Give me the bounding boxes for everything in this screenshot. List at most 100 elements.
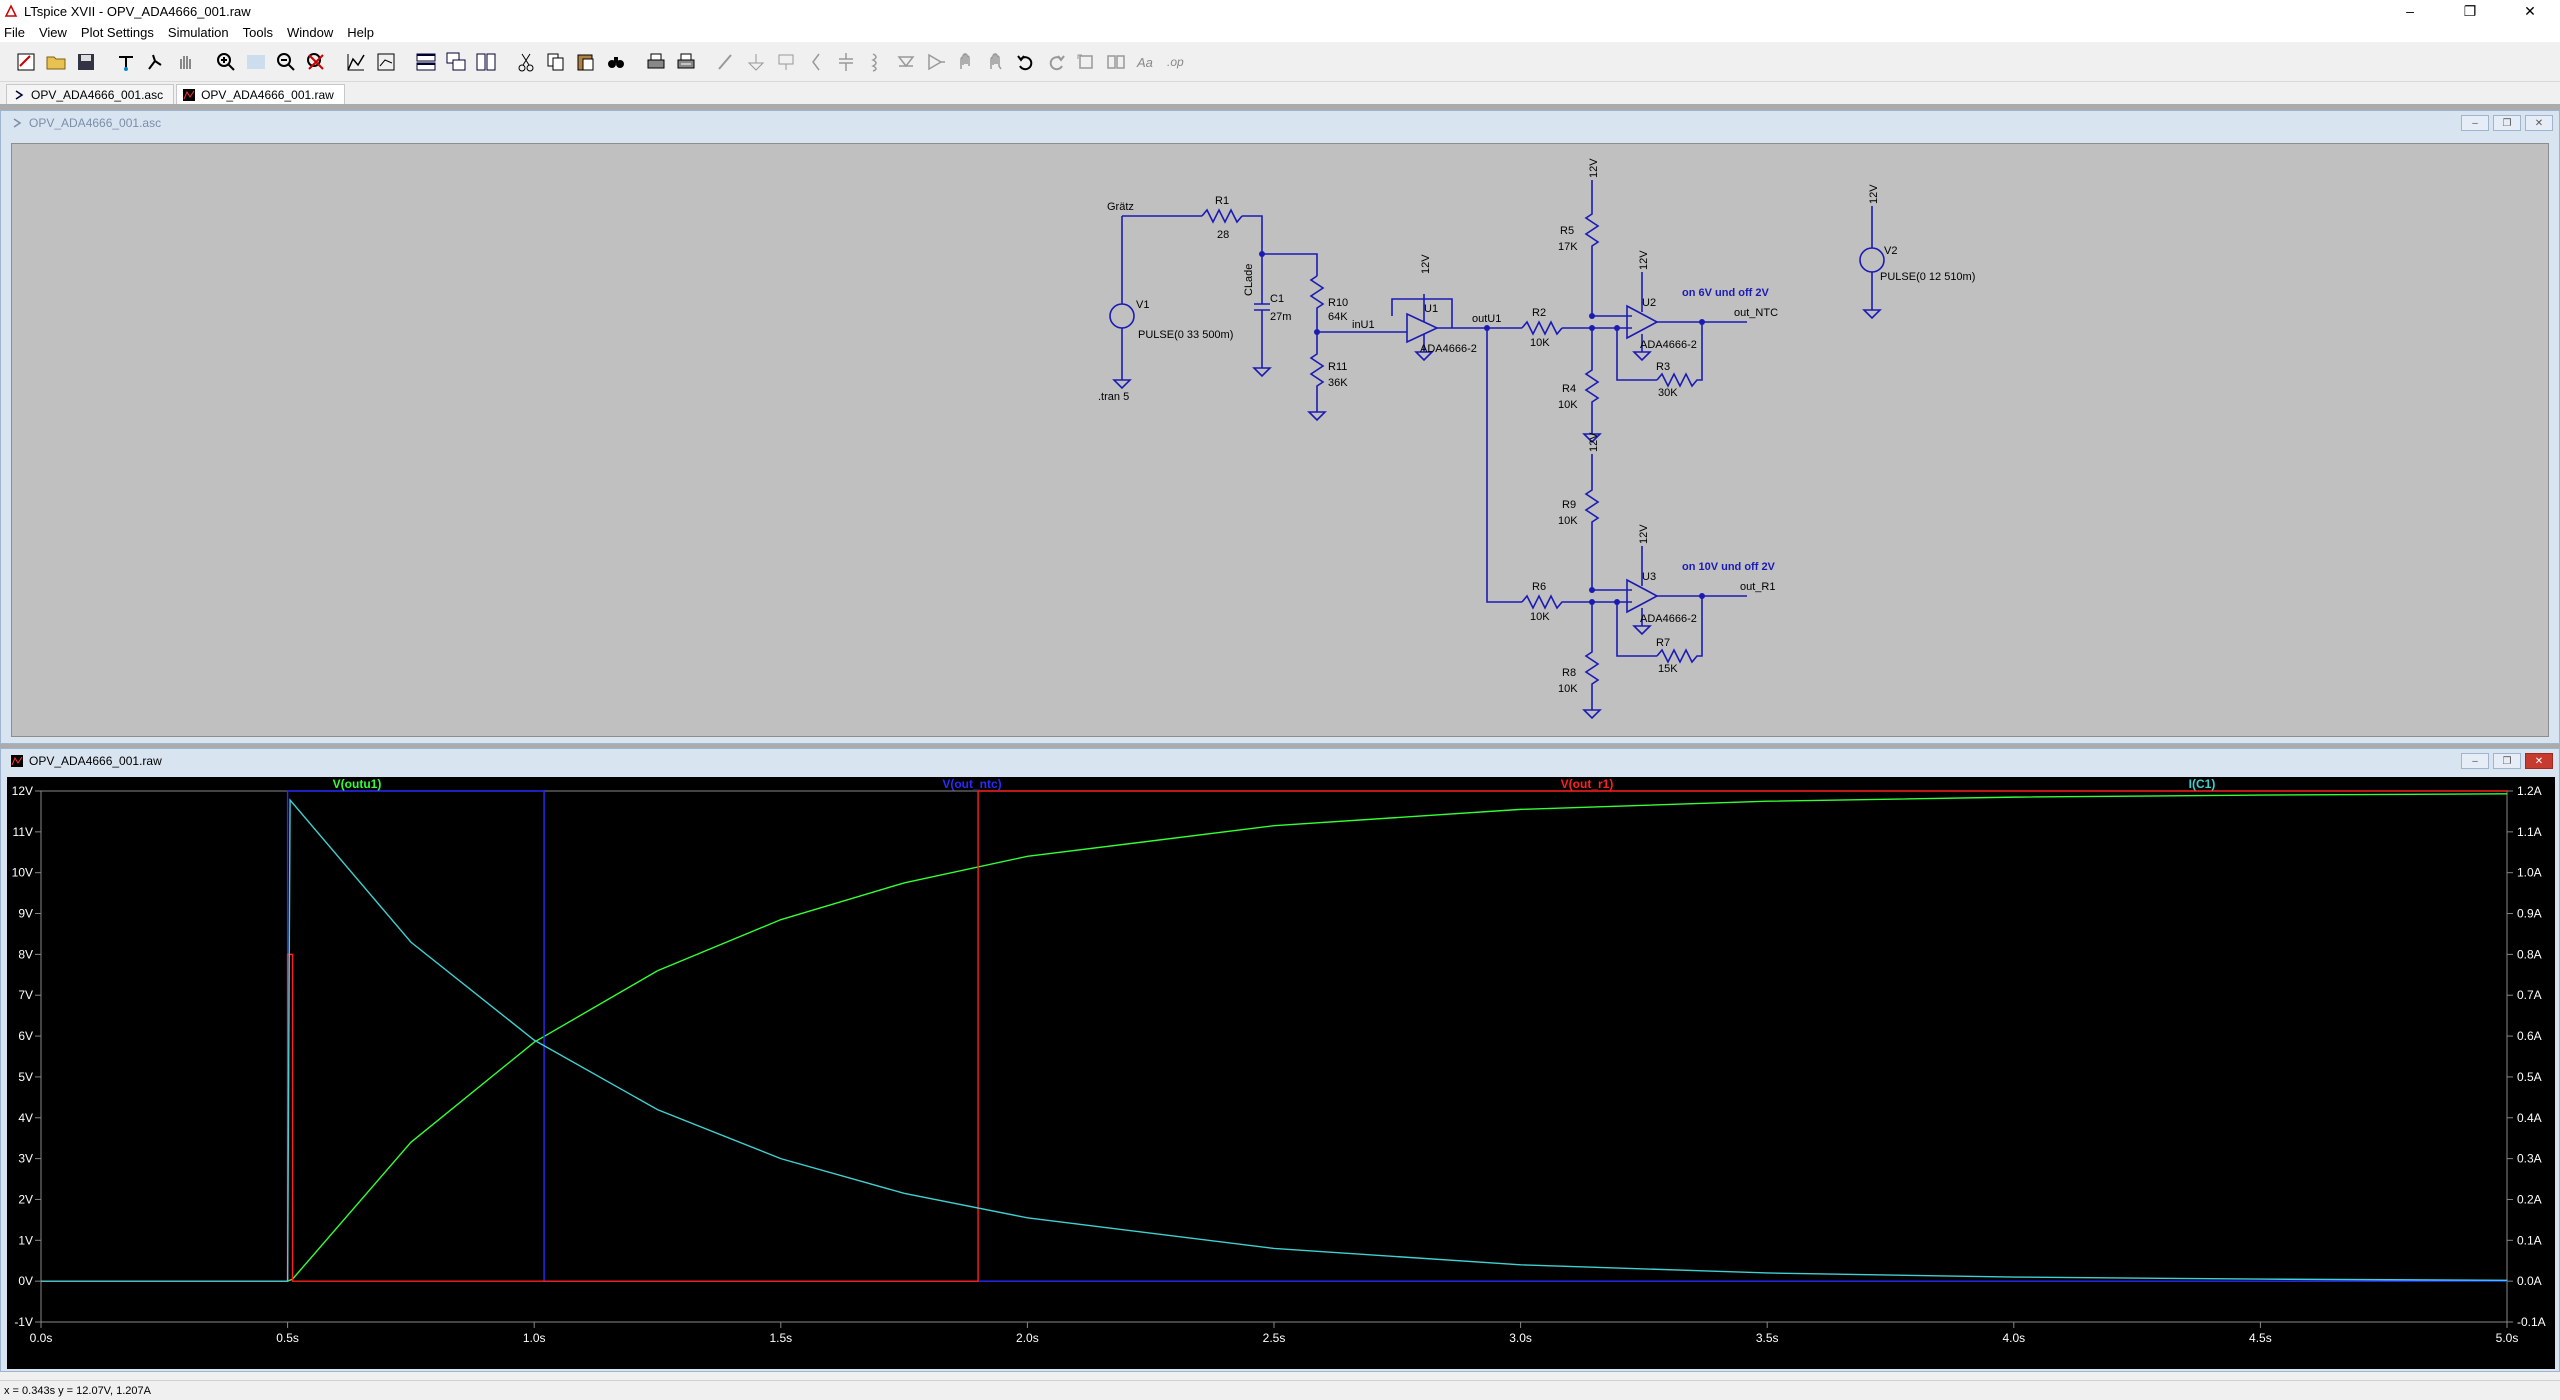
draw-wire-icon[interactable]	[712, 48, 740, 76]
pan-icon[interactable]	[242, 48, 270, 76]
autorange-icon[interactable]	[342, 48, 370, 76]
redo-icon[interactable]	[1042, 48, 1070, 76]
toolbar: Aa .op	[0, 42, 2560, 82]
label-r4: R4	[1562, 383, 1576, 395]
maximize-button[interactable]: ❐	[2463, 2, 2477, 19]
schematic-icon	[15, 89, 24, 100]
component-icon[interactable]	[922, 48, 950, 76]
label-r3-value: 30K	[1658, 387, 1678, 399]
trace-label-3[interactable]: I(C1)	[2189, 777, 2216, 791]
menu-window[interactable]: Window	[286, 24, 334, 40]
undo-icon[interactable]	[1012, 48, 1040, 76]
rotate-icon[interactable]	[1072, 48, 1100, 76]
trace-label-2[interactable]: V(out_r1)	[1561, 777, 1614, 791]
new-schematic-icon[interactable]	[12, 48, 40, 76]
label-u3: U3	[1642, 571, 1656, 583]
zoom-in-icon[interactable]	[212, 48, 240, 76]
inductor-icon[interactable]	[862, 48, 890, 76]
schematic-drawing: Grätz R1 28 V1 PULSE(0 33 500m) .tran 5 …	[1098, 158, 1975, 720]
y-left-tick-label: 1V	[18, 1233, 33, 1247]
tab-schematic[interactable]: OPV_ADA4666_001.asc	[6, 84, 175, 104]
halt-icon[interactable]	[172, 48, 200, 76]
paste-icon[interactable]	[572, 48, 600, 76]
close-button[interactable]: ✕	[2524, 2, 2536, 19]
control-panel-icon[interactable]	[112, 48, 140, 76]
schematic-close-button[interactable]: ✕	[2525, 115, 2553, 131]
mark-axis-icon[interactable]	[372, 48, 400, 76]
zoom-out-icon[interactable]	[272, 48, 300, 76]
menu-help[interactable]: Help	[347, 24, 374, 40]
menu-view[interactable]: View	[38, 24, 67, 40]
ltspice-logo-icon	[4, 4, 18, 17]
cascade-icon[interactable]	[442, 48, 470, 76]
y-left-tick-label: 0V	[18, 1274, 33, 1288]
copy-icon[interactable]	[542, 48, 570, 76]
label-r7-value: 15K	[1658, 663, 1678, 675]
diode-icon[interactable]	[892, 48, 920, 76]
x-tick-label: 5.0s	[2496, 1331, 2519, 1345]
tile-horizontal-icon[interactable]	[412, 48, 440, 76]
waveform-minimize-button[interactable]: –	[2461, 753, 2489, 769]
run-icon[interactable]	[142, 48, 170, 76]
save-icon[interactable]	[72, 48, 100, 76]
label-inu1: inU1	[1352, 319, 1375, 331]
schematic-restore-button[interactable]: ❐	[2493, 115, 2521, 131]
text-icon[interactable]: Aa	[1132, 48, 1160, 76]
schematic-window-title: OPV_ADA4666_001.asc	[29, 116, 162, 130]
minimize-button[interactable]: –	[2406, 3, 2414, 19]
y-right-tick-label: 0.2A	[2517, 1192, 2542, 1206]
y-right-tick-label: 0.6A	[2517, 1029, 2542, 1043]
waveform-close-button[interactable]: ✕	[2525, 753, 2553, 769]
rail-label-u1: 12V	[1420, 254, 1432, 274]
zoom-cancel-icon[interactable]	[302, 48, 330, 76]
label-r2: R2	[1532, 307, 1546, 319]
trace-v-out-r1[interactable]	[41, 790, 2507, 1282]
schematic-window-titlebar[interactable]: OPV_ADA4666_001.asc	[1, 111, 2559, 135]
open-icon[interactable]	[42, 48, 70, 76]
capacitor-icon[interactable]	[832, 48, 860, 76]
schematic-minimize-button[interactable]: –	[2461, 115, 2489, 131]
ground-icon[interactable]	[742, 48, 770, 76]
find-icon[interactable]	[602, 48, 630, 76]
drag-icon[interactable]	[982, 48, 1010, 76]
mirror-icon[interactable]	[1102, 48, 1130, 76]
trace-label-0[interactable]: V(outu1)	[333, 777, 382, 791]
print-icon[interactable]	[642, 48, 670, 76]
label-r2-value: 10K	[1530, 337, 1550, 349]
tab-waveform[interactable]: OPV_ADA4666_001.raw	[176, 84, 345, 104]
trace-v-out-ntc[interactable]	[41, 790, 2507, 1282]
x-tick-label: 2.5s	[1263, 1331, 1286, 1345]
label-net-icon[interactable]	[772, 48, 800, 76]
waveform-icon	[183, 88, 196, 101]
y-right-tick-label: 1.0A	[2517, 866, 2542, 880]
label-v1-value: PULSE(0 33 500m)	[1138, 329, 1233, 341]
document-tabs: OPV_ADA4666_001.asc OPV_ADA4666_001.raw	[0, 82, 2560, 104]
tile-vertical-icon[interactable]	[472, 48, 500, 76]
waveform-icon	[11, 755, 23, 767]
label-u2-value: ADA4666-2	[1640, 339, 1697, 351]
y-right-tick-label: 0.7A	[2517, 988, 2542, 1002]
waveform-restore-button[interactable]: ❐	[2493, 753, 2521, 769]
trace-label-1[interactable]: V(out_ntc)	[942, 777, 1001, 791]
label-out-r1: out_R1	[1740, 581, 1775, 593]
menu-plot-settings[interactable]: Plot Settings	[80, 24, 154, 40]
label-u1: U1	[1424, 303, 1438, 315]
x-tick-label: 0.5s	[276, 1331, 299, 1345]
menu-tools[interactable]: Tools	[242, 24, 273, 40]
trace-i-c1[interactable]	[41, 798, 2508, 1282]
resistor-icon[interactable]	[802, 48, 830, 76]
print-setup-icon[interactable]	[672, 48, 700, 76]
y-right-tick-label: 0.0A	[2517, 1274, 2542, 1288]
waveform-window-titlebar[interactable]: OPV_ADA4666_001.raw	[1, 749, 2559, 773]
move-icon[interactable]	[952, 48, 980, 76]
cut-icon[interactable]	[512, 48, 540, 76]
trace-v-outu1[interactable]	[41, 793, 2508, 1282]
rail-label-u2: 12V	[1638, 250, 1650, 270]
spice-directive-icon[interactable]: .op	[1162, 48, 1190, 76]
schematic-canvas[interactable]: Grätz R1 28 V1 PULSE(0 33 500m) .tran 5 …	[11, 143, 2549, 737]
x-tick-label: 3.5s	[1756, 1331, 1779, 1345]
menu-file[interactable]: File	[4, 24, 25, 40]
menu-simulation[interactable]: Simulation	[167, 24, 229, 40]
